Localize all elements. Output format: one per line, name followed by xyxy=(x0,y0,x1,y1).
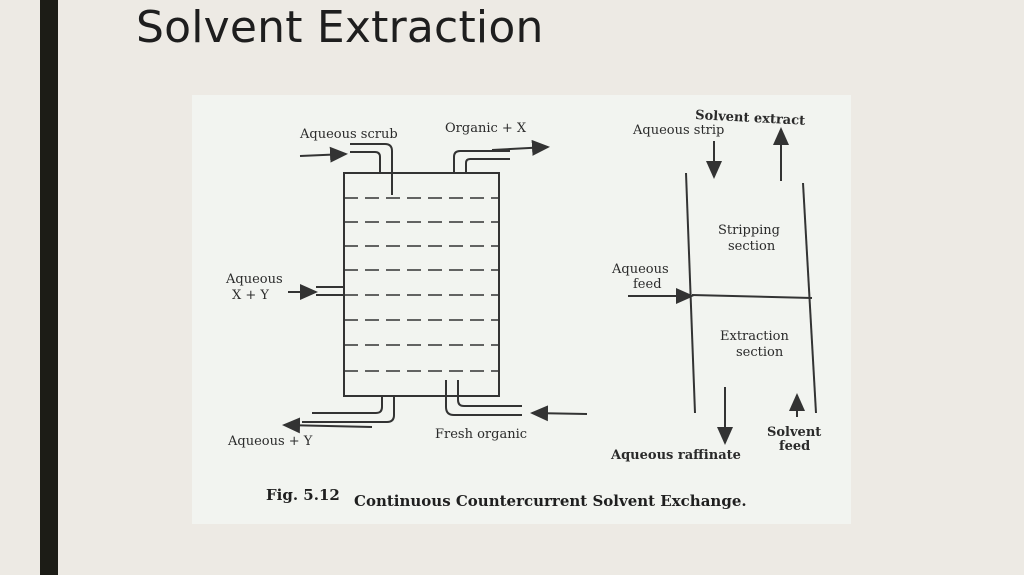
left-wall xyxy=(685,172,696,414)
label-solvent-extract: Solvent extract xyxy=(695,108,806,129)
organic-outlet-arrow xyxy=(491,139,550,156)
scrub-arrow xyxy=(299,146,348,163)
label-stripping-2: section xyxy=(728,239,776,254)
figure-photo: Aqueous scrub Organic + X Aqueous X + Y … xyxy=(192,95,851,524)
column-diagram xyxy=(282,139,588,434)
figure-caption-text: Continuous Countercurrent Solvent Exchan… xyxy=(354,492,747,510)
extraction-column xyxy=(343,172,500,397)
accent-bar xyxy=(40,0,58,575)
label-aqueous-strip: Aqueous strip xyxy=(632,123,724,138)
section-divider xyxy=(691,294,813,299)
label-stripping-1: Stripping xyxy=(718,223,780,238)
label-extraction-1: Extraction xyxy=(720,329,789,344)
label-aqueous-feed-2: feed xyxy=(633,277,662,292)
label-solvent-feed-1: Solvent xyxy=(767,425,821,440)
section-diagram xyxy=(628,127,817,445)
label-extraction-2: section xyxy=(736,345,784,360)
figure-caption-number: Fig. 5.12 xyxy=(266,486,340,504)
slide-title: Solvent Extraction xyxy=(136,2,544,53)
label-aqueous-scrub: Aqueous scrub xyxy=(299,127,398,142)
column-plates xyxy=(344,197,499,372)
fresh-organic-arrow xyxy=(530,405,588,422)
label-solvent-feed-2: feed xyxy=(779,439,810,454)
aqueous-outlet-arrow xyxy=(282,417,373,434)
label-aqueous-raffinate: Aqueous raffinate xyxy=(610,448,741,463)
organic-outlet-pipe xyxy=(453,150,510,173)
extraction-diagram: Aqueous scrub Organic + X Aqueous X + Y … xyxy=(225,108,821,510)
fresh-organic-pipe xyxy=(445,380,522,416)
label-aqueous-in-2: X + Y xyxy=(232,288,269,303)
label-fresh-organic: Fresh organic xyxy=(435,427,527,442)
scrub-pipe xyxy=(350,151,381,173)
label-aqueous-out: Aqueous + Y xyxy=(227,434,313,449)
label-aqueous-feed-1: Aqueous xyxy=(611,262,669,277)
label-aqueous-in-1: Aqueous xyxy=(225,272,283,287)
label-organic-x: Organic + X xyxy=(445,121,527,136)
aqueous-outlet-pipe xyxy=(302,396,395,423)
